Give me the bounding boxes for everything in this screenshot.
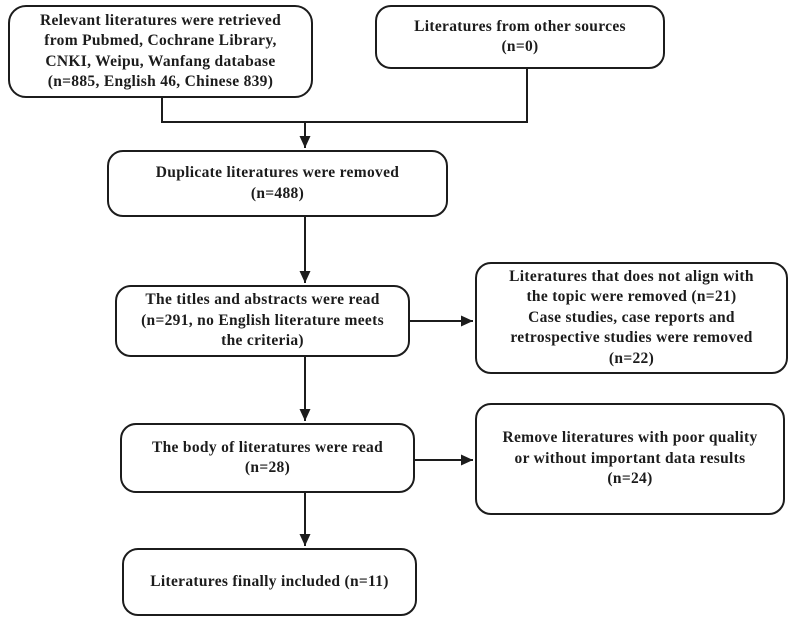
node-quality-removed-label: Remove literatures with poor quality or … <box>502 429 758 488</box>
node-body-read-label: The body of literatures were read (n=28) <box>151 438 384 476</box>
node-quality-removed: Remove literatures with poor quality or … <box>475 403 785 515</box>
node-other-sources: Literatures from other sources (n=0) <box>375 5 665 69</box>
node-duplicates-removed: Duplicate literatures were removed (n=48… <box>107 150 448 217</box>
node-body-read: The body of literatures were read (n=28) <box>120 423 415 493</box>
node-topic-removed: Literatures that does not align with the… <box>475 262 788 374</box>
node-finally-included: Literatures finally included (n=11) <box>122 548 417 616</box>
node-topic-removed-label: Literatures that does not align with the… <box>509 267 754 367</box>
node-literatures-retrieved-label: Relevant literatures were retrieved from… <box>39 11 282 90</box>
node-titles-abstracts-read-label: The titles and abstracts were read (n=29… <box>141 291 384 350</box>
node-other-sources-label: Literatures from other sources (n=0) <box>414 17 626 55</box>
node-literatures-retrieved: Relevant literatures were retrieved from… <box>8 5 313 98</box>
node-finally-included-label: Literatures finally included (n=11) <box>150 572 389 590</box>
node-titles-abstracts-read: The titles and abstracts were read (n=29… <box>115 285 410 357</box>
node-duplicates-removed-label: Duplicate literatures were removed (n=48… <box>155 164 400 202</box>
